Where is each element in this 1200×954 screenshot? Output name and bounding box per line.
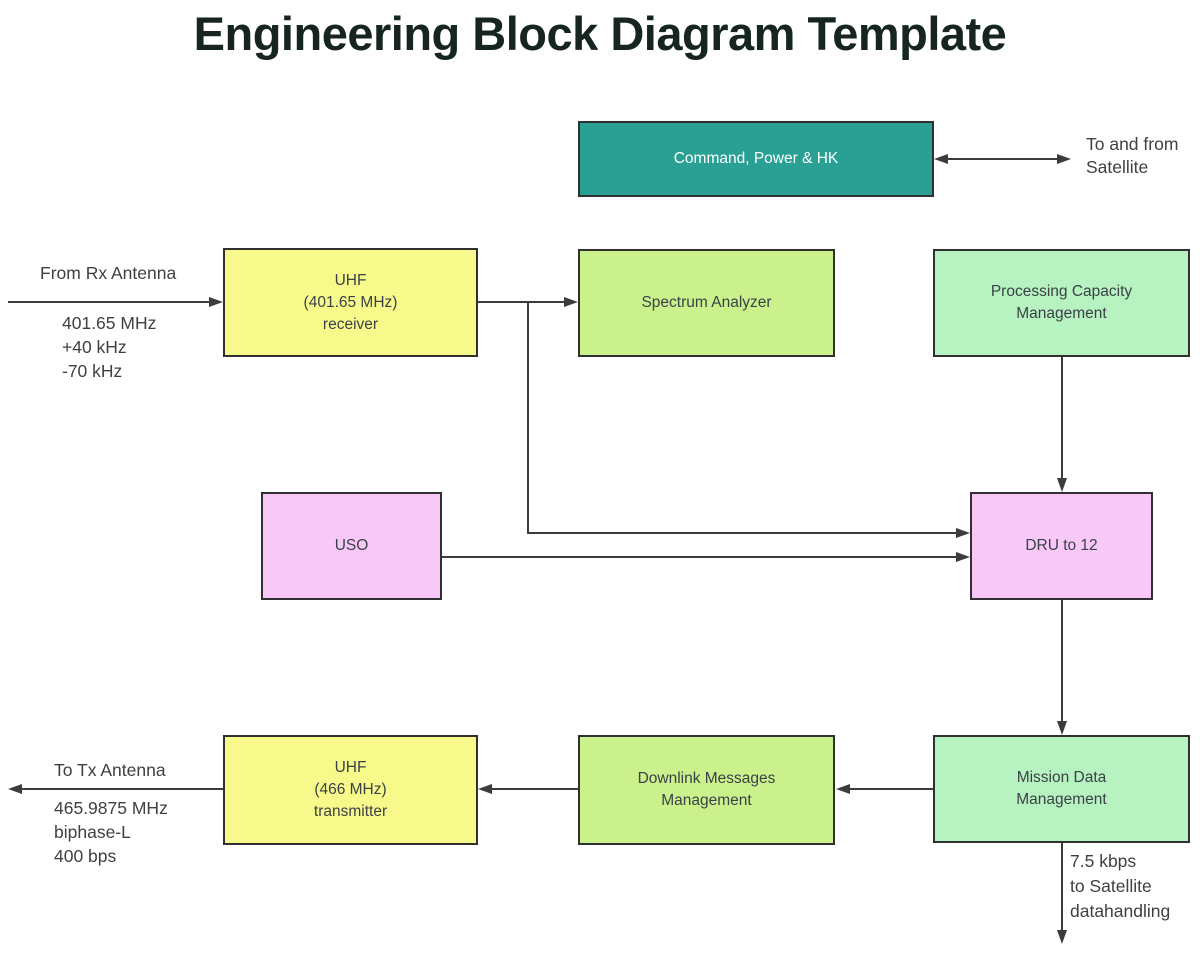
block-uhf-receiver: UHF (401.65 MHz) receiver xyxy=(223,248,478,357)
arrowhead-right-icon xyxy=(209,297,223,307)
block-downlink-messages-management: Downlink Messages Management xyxy=(578,735,835,845)
block-mission-data-management: Mission Data Management xyxy=(933,735,1190,843)
arrowhead-left-icon xyxy=(478,784,492,794)
block-spectrum-analyzer: Spectrum Analyzer xyxy=(578,249,835,357)
note-mission-output-specs: 7.5 kbps to Satellite datahandling xyxy=(1070,851,1171,921)
connector-dru-to-mission xyxy=(1061,600,1063,722)
note-rx-specs: 401.65 MHz +40 kHz -70 kHz xyxy=(62,313,157,381)
connector-uso-to-dru xyxy=(442,556,957,558)
connector-receiver-to-spectrum xyxy=(478,301,565,303)
connector-processing-to-dru xyxy=(1061,357,1063,479)
connector-downlink-to-transmitter xyxy=(491,788,578,790)
connector-mission-to-downlink xyxy=(849,788,933,790)
arrowhead-down-icon xyxy=(1057,721,1067,735)
note-to-and-from-satellite: To and from Satellite xyxy=(1086,134,1179,177)
block-processing-capacity-management: Processing Capacity Management xyxy=(933,249,1190,357)
arrowhead-left-icon xyxy=(934,154,948,164)
block-command-power-hk: Command, Power & HK xyxy=(578,121,934,197)
arrowhead-down-icon xyxy=(1057,478,1067,492)
connector-receiver-branch-vertical xyxy=(527,302,529,533)
arrowhead-right-icon xyxy=(956,552,970,562)
block-uhf-transmitter: UHF (466 MHz) transmitter xyxy=(223,735,478,845)
note-from-rx-antenna: From Rx Antenna xyxy=(40,263,177,283)
connector-mission-to-datahandling xyxy=(1061,843,1063,931)
arrowhead-right-icon xyxy=(956,528,970,538)
arrowhead-right-icon xyxy=(1057,154,1071,164)
note-tx-specs: 465.9875 MHz biphase-L 400 bps xyxy=(54,798,168,866)
arrowhead-right-icon xyxy=(564,297,578,307)
arrowhead-left-icon xyxy=(8,784,22,794)
arrowhead-down-icon xyxy=(1057,930,1067,944)
connector-rx-to-receiver xyxy=(8,301,210,303)
arrowhead-left-icon xyxy=(836,784,850,794)
block-uso: USO xyxy=(261,492,442,600)
connector-transmitter-to-tx xyxy=(21,788,223,790)
note-to-tx-antenna: To Tx Antenna xyxy=(54,760,166,780)
connector-branch-to-dru xyxy=(527,532,957,534)
connector-command-satellite xyxy=(947,158,1058,160)
block-dru: DRU to 12 xyxy=(970,492,1153,600)
page-title: Engineering Block Diagram Template xyxy=(193,7,1007,60)
